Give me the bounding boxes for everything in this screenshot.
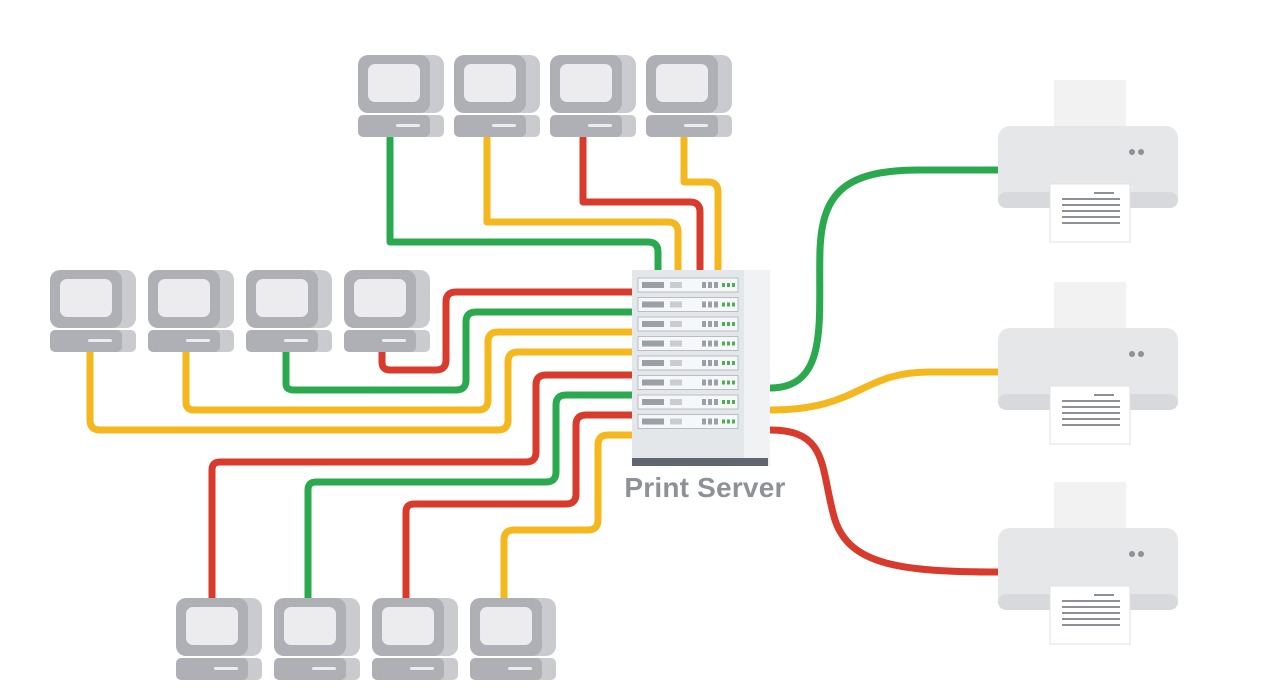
server-unit (637, 336, 739, 351)
cable-bottom-3 (402, 411, 640, 602)
computer-icon (50, 270, 136, 352)
server-unit (637, 414, 739, 429)
computer-icon (176, 598, 262, 680)
cable-bottom-2 (304, 391, 640, 602)
print-server-label: Print Server (624, 472, 786, 503)
cable-middle-1 (86, 346, 640, 434)
server-unit (637, 355, 739, 371)
computer-icon (646, 55, 732, 137)
computer-icon (246, 270, 332, 352)
cable-middle-3 (282, 308, 640, 394)
cable-top-3 (579, 134, 704, 276)
server-unit (637, 297, 739, 312)
computer-icon (344, 270, 430, 352)
printer-icon (998, 282, 1178, 445)
cable-top-2 (483, 134, 682, 276)
computer-icon (372, 598, 458, 680)
computers (50, 55, 732, 680)
cable-printer-2 (766, 368, 1004, 414)
printer-icon (998, 80, 1178, 243)
computer-icon (274, 598, 360, 680)
printer-icon (998, 482, 1178, 645)
cable-top-4 (680, 134, 722, 276)
computer-icon (148, 270, 234, 352)
cable-top-1 (386, 134, 662, 276)
cable-printer-1 (766, 166, 1004, 392)
print-server (632, 270, 770, 466)
cable-printer-3 (766, 426, 1004, 576)
cable-bottom-1 (208, 371, 640, 602)
server-unit (637, 277, 739, 293)
cables (86, 134, 1004, 602)
computer-icon (358, 55, 444, 137)
server-unit (637, 316, 739, 332)
computer-icon (470, 598, 556, 680)
server-unit (637, 375, 739, 390)
server-unit (637, 394, 739, 410)
cable-middle-2 (182, 328, 640, 414)
computer-icon (454, 55, 540, 137)
cable-bottom-4 (500, 431, 640, 602)
cable-middle-4 (378, 288, 640, 374)
computer-icon (550, 55, 636, 137)
printers (998, 80, 1178, 645)
